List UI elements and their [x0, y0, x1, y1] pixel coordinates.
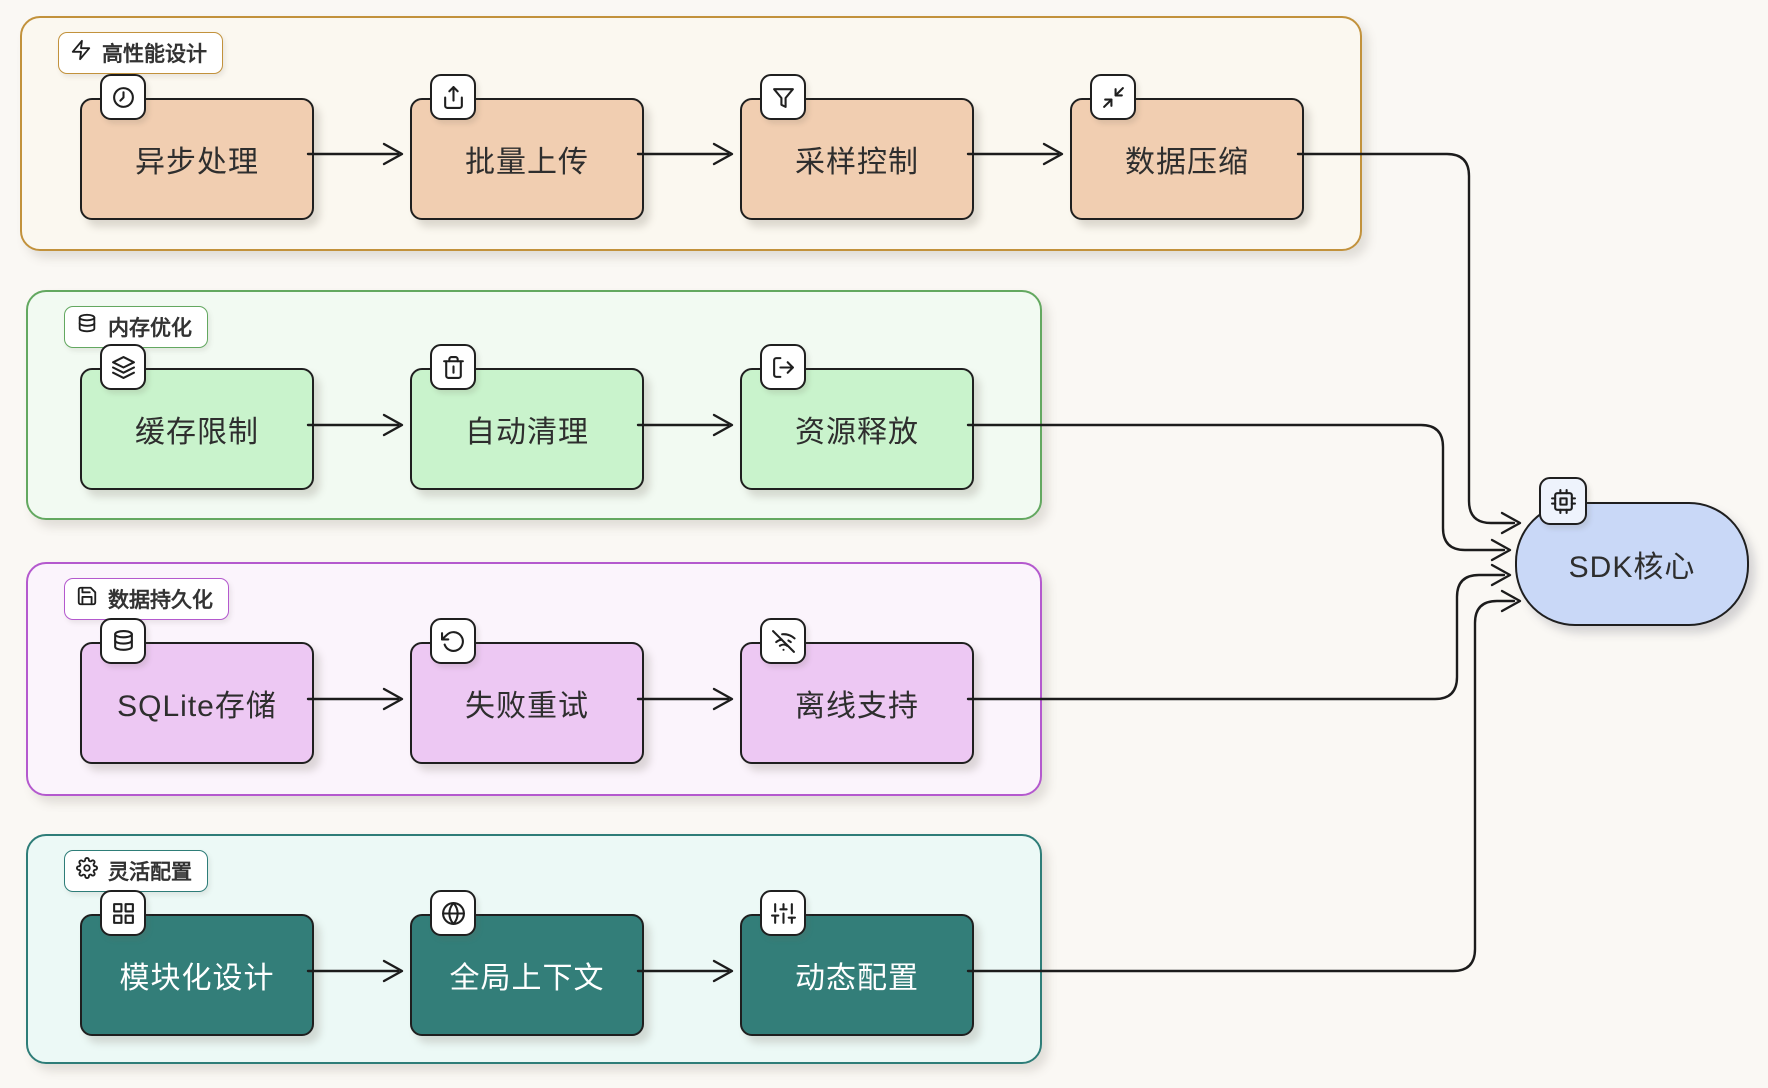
node-async-processing: 异步处理	[80, 74, 314, 220]
node-global-context: 全局上下文	[410, 890, 644, 1036]
database-icon	[76, 313, 98, 341]
node-label: 动态配置	[795, 962, 919, 995]
gear-icon	[76, 857, 98, 885]
node-label: 失败重试	[465, 690, 589, 723]
group-flexible-config-label: 灵活配置	[64, 850, 208, 892]
group-label-text: 高性能设计	[102, 43, 207, 66]
globe-icon	[430, 890, 476, 936]
node-modular-design: 模块化设计	[80, 890, 314, 1036]
node-resource-release: 资源释放	[740, 344, 974, 490]
group-memory-optimization-label: 内存优化	[64, 306, 208, 348]
node-retry-on-failure: 失败重试	[410, 618, 644, 764]
database-icon	[100, 618, 146, 664]
arrowhead	[1500, 589, 1522, 613]
node-dynamic-config: 动态配置	[740, 890, 974, 1036]
node-batch-upload: 批量上传	[410, 74, 644, 220]
cpu-icon	[1539, 477, 1587, 525]
save-icon	[76, 585, 98, 613]
connector-offline-to-sdk	[966, 573, 1506, 701]
wifi-off-icon	[760, 618, 806, 664]
node-label: 异步处理	[135, 146, 259, 179]
node-data-compression: 数据压缩	[1070, 74, 1304, 220]
node-label: 资源释放	[795, 416, 919, 449]
logout-icon	[760, 344, 806, 390]
trash-icon	[430, 344, 476, 390]
group-high-performance: 高性能设计 异步处理 批量上传 采样控制 数据压缩	[20, 16, 1362, 251]
filter-icon	[760, 74, 806, 120]
arrowhead	[1500, 511, 1522, 535]
node-sqlite-storage: SQLite存储	[80, 618, 314, 764]
group-memory-optimization: 内存优化 缓存限制 自动清理 资源释放	[26, 290, 1042, 520]
layers-icon	[100, 344, 146, 390]
node-auto-cleanup: 自动清理	[410, 344, 644, 490]
node-sampling-control: 采样控制	[740, 74, 974, 220]
compress-icon	[1090, 74, 1136, 120]
rotate-ccw-icon	[430, 618, 476, 664]
upload-icon	[430, 74, 476, 120]
group-label-text: 灵活配置	[108, 861, 192, 884]
clock-icon	[100, 74, 146, 120]
group-label-text: 内存优化	[108, 317, 192, 340]
node-sdk-core: SDK核心	[1515, 477, 1749, 626]
zap-icon	[70, 39, 92, 67]
connector-release-to-sdk	[966, 423, 1506, 552]
connector-dynamic-to-sdk	[966, 599, 1516, 973]
group-data-persistence: 数据持久化 SQLite存储 失败重试 离线支持	[26, 562, 1042, 796]
group-high-performance-label: 高性能设计	[58, 32, 223, 74]
sliders-icon	[760, 890, 806, 936]
arrowhead	[1490, 538, 1512, 562]
node-label: 采样控制	[795, 146, 919, 179]
node-label: 全局上下文	[449, 962, 605, 995]
node-label: 离线支持	[795, 690, 919, 723]
group-data-persistence-label: 数据持久化	[64, 578, 229, 620]
core-label: SDK核心	[1568, 551, 1696, 584]
node-label: 模块化设计	[119, 962, 275, 995]
node-label: SQLite存储	[117, 690, 277, 723]
node-label: 自动清理	[465, 416, 589, 449]
grid-icon	[100, 890, 146, 936]
node-label: 缓存限制	[135, 416, 259, 449]
group-flexible-config: 灵活配置 模块化设计 全局上下文 动态配置	[26, 834, 1042, 1064]
node-offline-support: 离线支持	[740, 618, 974, 764]
node-label: 批量上传	[465, 146, 589, 179]
node-label: 数据压缩	[1125, 146, 1249, 179]
group-label-text: 数据持久化	[108, 589, 213, 612]
arrowhead	[1490, 563, 1512, 587]
node-cache-limit: 缓存限制	[80, 344, 314, 490]
